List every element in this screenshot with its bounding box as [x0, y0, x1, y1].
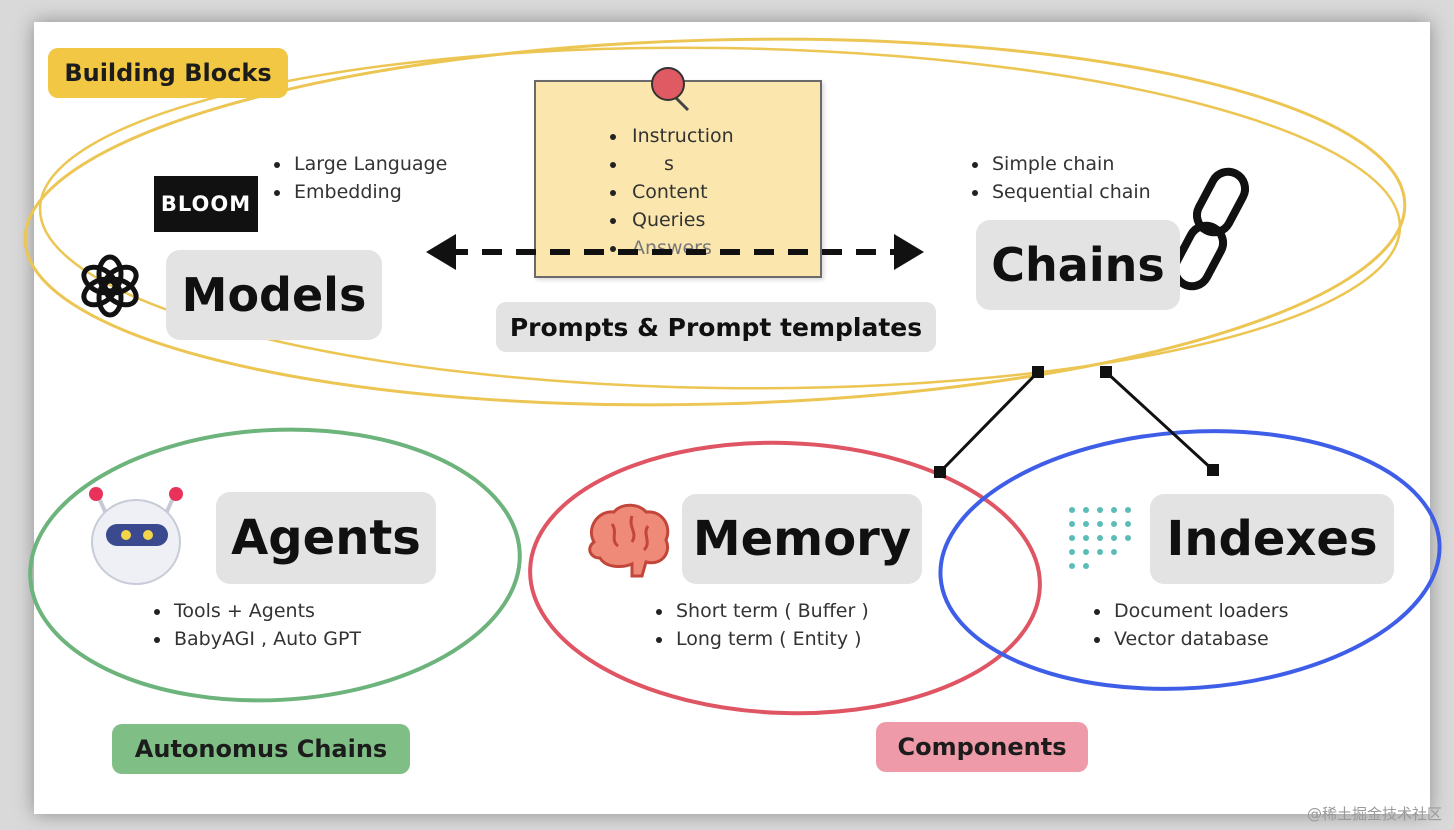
agents-title: Agents: [231, 510, 421, 566]
bloom-logo: BLOOM: [154, 176, 258, 232]
agents-bullet: Tools + Agents: [150, 597, 361, 625]
bloom-logo-text: BLOOM: [160, 192, 252, 216]
components-label: Components: [876, 722, 1088, 772]
agents-bullet: BabyAGI , Auto GPT: [150, 625, 361, 653]
agents-box: Agents: [216, 492, 436, 584]
memory-box: Memory: [682, 494, 922, 584]
dot-grid-icon: [1069, 507, 1131, 569]
prompts-title: Prompts & Prompt templates: [509, 312, 923, 342]
models-title: Models: [181, 268, 367, 322]
autonomous-chains-label: Autonomus Chains: [112, 724, 410, 774]
watermark: @稀土掘金技术社区: [1306, 805, 1442, 823]
building-blocks-label: Building Blocks: [48, 48, 288, 98]
indexes-bullet: Vector database: [1090, 625, 1288, 653]
chains-bullets: Simple chain Sequential chain: [968, 150, 1151, 206]
models-bullet: Large Language: [270, 150, 447, 178]
note-item: Queries: [606, 206, 734, 234]
memory-bullet: Short term ( Buffer ): [652, 597, 869, 625]
note-item: s: [606, 150, 734, 178]
indexes-bullets: Document loaders Vector database: [1090, 597, 1288, 653]
chains-box: Chains: [976, 220, 1180, 310]
note-item-list: Instruction s Content Queries Answers: [606, 122, 734, 262]
models-box: Models: [166, 250, 382, 340]
chains-title: Chains: [991, 238, 1165, 292]
robot-icon: [89, 487, 183, 585]
indexes-box: Indexes: [1150, 494, 1394, 584]
openai-icon: [81, 254, 139, 318]
chains-bullet: Sequential chain: [968, 178, 1151, 206]
memory-bullets: Short term ( Buffer ) Long term ( Entity…: [652, 597, 869, 653]
brain-icon: [588, 503, 670, 578]
indexes-title: Indexes: [1166, 511, 1378, 567]
note-item: Instruction: [606, 122, 734, 150]
note-item: Content: [606, 178, 734, 206]
models-bullet: Embedding: [270, 178, 447, 206]
models-bullets: Large Language Embedding: [270, 150, 447, 206]
memory-title: Memory: [692, 511, 912, 567]
note-item: Answers: [606, 234, 734, 262]
agents-bullets: Tools + Agents BabyAGI , Auto GPT: [150, 597, 361, 653]
chain-link-icon: [1170, 167, 1250, 291]
prompts-box: Prompts & Prompt templates: [496, 302, 936, 352]
chains-bullet: Simple chain: [968, 150, 1151, 178]
indexes-bullet: Document loaders: [1090, 597, 1288, 625]
prompt-sticky-note: Instruction s Content Queries Answers: [534, 80, 822, 278]
memory-bullet: Long term ( Entity ): [652, 625, 869, 653]
